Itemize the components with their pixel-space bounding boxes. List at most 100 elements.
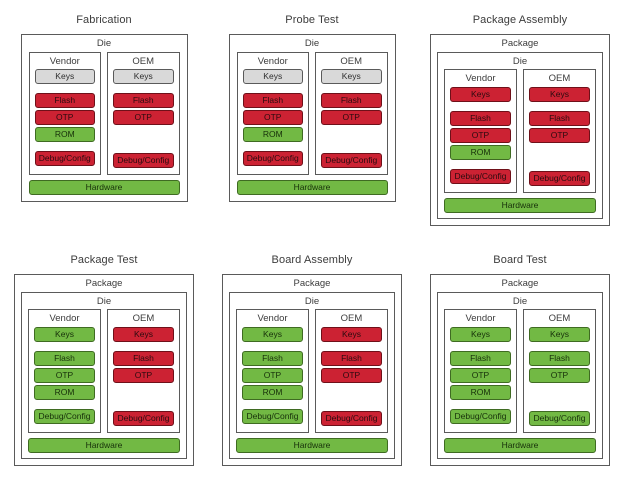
asset-block-keys[interactable]: Keys — [321, 69, 382, 84]
asset-block-keys[interactable]: Keys — [529, 326, 590, 342]
panel-title: Probe Test — [285, 14, 339, 26]
asset-block-otp[interactable]: OTP — [242, 110, 303, 125]
asset-block-keys[interactable]: Keys — [34, 326, 95, 342]
hardware-row: Hardware — [444, 197, 596, 213]
asset-block-hardware[interactable]: Hardware — [236, 180, 388, 195]
asset-block-flash[interactable]: Flash — [529, 110, 590, 126]
asset-block-flash[interactable]: Flash — [321, 350, 382, 366]
column-label: OEM — [548, 73, 571, 84]
asset-block-debug-config[interactable]: Debug/Config — [450, 408, 511, 424]
asset-block-rom[interactable]: ROM — [242, 384, 303, 400]
asset-block-flash[interactable]: Flash — [34, 93, 95, 108]
asset-block-debug-config[interactable]: Debug/Config — [321, 410, 382, 426]
asset-block-otp[interactable]: OTP — [321, 367, 382, 383]
asset-block-otp[interactable]: OTP — [34, 110, 95, 125]
asset-block-keys[interactable]: Keys — [113, 69, 174, 84]
asset-block-flash[interactable]: Flash — [321, 93, 382, 108]
asset-block-otp[interactable]: OTP — [529, 127, 590, 143]
panel-title: Package Assembly — [472, 14, 568, 26]
column-label: Vendor — [465, 313, 496, 324]
package-label: Package — [501, 278, 539, 289]
asset-block-otp[interactable]: OTP — [450, 127, 511, 143]
asset-block-hardware[interactable]: Hardware — [28, 180, 180, 195]
asset-block-flash[interactable]: Flash — [242, 93, 303, 108]
die-label: Die — [512, 295, 528, 307]
column-label: Vendor — [49, 55, 80, 67]
asset-block-otp[interactable]: OTP — [113, 367, 174, 383]
asset-block-otp[interactable]: OTP — [321, 110, 382, 125]
asset-block-debug-config[interactable]: Debug/Config — [529, 170, 590, 186]
spacer — [450, 400, 511, 409]
asset-block-rom[interactable]: ROM — [450, 384, 511, 400]
asset-block-flash[interactable]: Flash — [529, 350, 590, 366]
column-label: Vendor — [49, 313, 80, 324]
asset-block-flash[interactable]: Flash — [34, 350, 95, 366]
asset-block-keys[interactable]: Keys — [321, 326, 382, 342]
asset-block-debug-config[interactable]: Debug/Config — [34, 151, 95, 166]
asset-block-debug-config[interactable]: Debug/Config — [113, 410, 174, 426]
asset-block-keys[interactable]: Keys — [113, 326, 174, 342]
spacer — [450, 102, 511, 111]
spacer — [34, 342, 95, 351]
asset-block-debug-config[interactable]: Debug/Config — [242, 408, 303, 424]
asset-block-flash[interactable]: Flash — [450, 110, 511, 126]
asset-block-flash[interactable]: Flash — [113, 350, 174, 366]
asset-block-otp[interactable]: OTP — [34, 367, 95, 383]
asset-block-flash[interactable]: Flash — [242, 350, 303, 366]
asset-block-hardware[interactable]: Hardware — [444, 437, 596, 453]
spacer — [321, 402, 382, 411]
asset-block-debug-config[interactable]: Debug/Config — [321, 153, 382, 168]
asset-block-flash[interactable]: Flash — [450, 350, 511, 366]
asset-block-keys[interactable]: Keys — [242, 326, 303, 342]
asset-block-rom[interactable]: ROM — [450, 144, 511, 160]
asset-block-otp[interactable]: OTP — [529, 367, 590, 383]
asset-block-rom[interactable]: ROM — [34, 127, 95, 142]
asset-block-hardware[interactable]: Hardware — [444, 197, 596, 213]
empty-slot-rom — [529, 385, 590, 402]
asset-block-hardware[interactable]: Hardware — [236, 437, 388, 453]
asset-block-keys[interactable]: Keys — [242, 69, 303, 84]
asset-block-otp[interactable]: OTP — [113, 110, 174, 125]
asset-block-flash[interactable]: Flash — [113, 93, 174, 108]
asset-block-debug-config[interactable]: Debug/Config — [529, 410, 590, 426]
asset-block-otp[interactable]: OTP — [242, 367, 303, 383]
asset-block-keys[interactable]: Keys — [450, 326, 511, 342]
spacer — [34, 400, 95, 409]
package-label: Package — [501, 38, 539, 49]
asset-block-keys[interactable]: Keys — [34, 69, 95, 84]
asset-block-debug-config[interactable]: Debug/Config — [113, 153, 174, 168]
asset-block-rom[interactable]: ROM — [34, 384, 95, 400]
die-label: Die — [512, 55, 528, 67]
panel-title: Board Assembly — [271, 254, 353, 266]
asset-block-rom[interactable]: ROM — [242, 127, 303, 142]
empty-slot-rom — [321, 385, 382, 402]
hardware-row: Hardware — [28, 180, 180, 195]
spacer — [321, 342, 382, 351]
asset-block-keys[interactable]: Keys — [529, 86, 590, 102]
asset-block-keys[interactable]: Keys — [450, 86, 511, 102]
spacer — [321, 144, 382, 153]
asset-block-debug-config[interactable]: Debug/Config — [242, 151, 303, 166]
asset-block-otp[interactable]: OTP — [450, 367, 511, 383]
column-label: OEM — [548, 313, 571, 324]
panel-title: Fabrication — [76, 14, 132, 26]
hardware-row: Hardware — [28, 437, 180, 453]
asset-block-debug-config[interactable]: Debug/Config — [34, 408, 95, 424]
asset-block-hardware[interactable]: Hardware — [28, 437, 180, 453]
asset-block-debug-config[interactable]: Debug/Config — [450, 168, 511, 184]
